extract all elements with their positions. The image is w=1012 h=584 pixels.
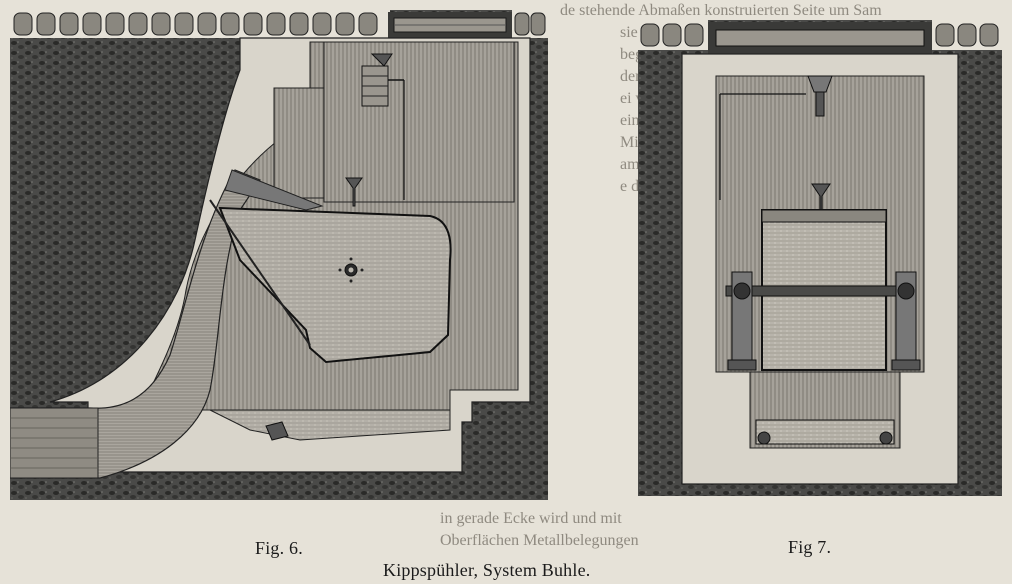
tank-pivot <box>338 257 364 283</box>
bleed-line: de stehende Abmaßen konstruierten Seite … <box>560 2 882 19</box>
side-wall <box>273 87 325 199</box>
bleed-line: in gerade Ecke wird und mit <box>440 510 622 527</box>
anchor-bolt <box>879 431 893 445</box>
bleed-through-text-bottom: in gerade Ecke wird und mit Oberflächen … <box>440 508 640 556</box>
anchor-bolt <box>265 421 289 441</box>
trough-rim <box>224 169 324 211</box>
figure-6-illustration <box>10 10 548 500</box>
anchor-bolt <box>757 431 771 445</box>
float-valve <box>719 75 833 200</box>
figure-7-illustration <box>638 20 1002 496</box>
manhole-cover <box>388 12 512 38</box>
sump-water <box>755 419 895 445</box>
paving-stones <box>10 10 548 38</box>
shaft-back-wall <box>323 41 515 203</box>
tank-rim <box>761 209 887 223</box>
funnel <box>345 177 363 207</box>
float-valve <box>361 53 405 200</box>
bleed-line: Oberflächen Metallbelegungen <box>440 532 639 549</box>
figure-6-caption: Fig. 6. <box>255 538 303 558</box>
plate-title: Kippspühler, System Buhle. <box>383 560 591 580</box>
bleed-line: der <box>620 68 641 85</box>
pipe-end <box>10 407 99 479</box>
tipping-tank <box>218 206 452 364</box>
paving-stones <box>638 20 1002 50</box>
tank-edge <box>209 199 311 346</box>
tank-axle <box>725 271 921 371</box>
figure-7-caption: Fig 7. <box>788 537 832 557</box>
